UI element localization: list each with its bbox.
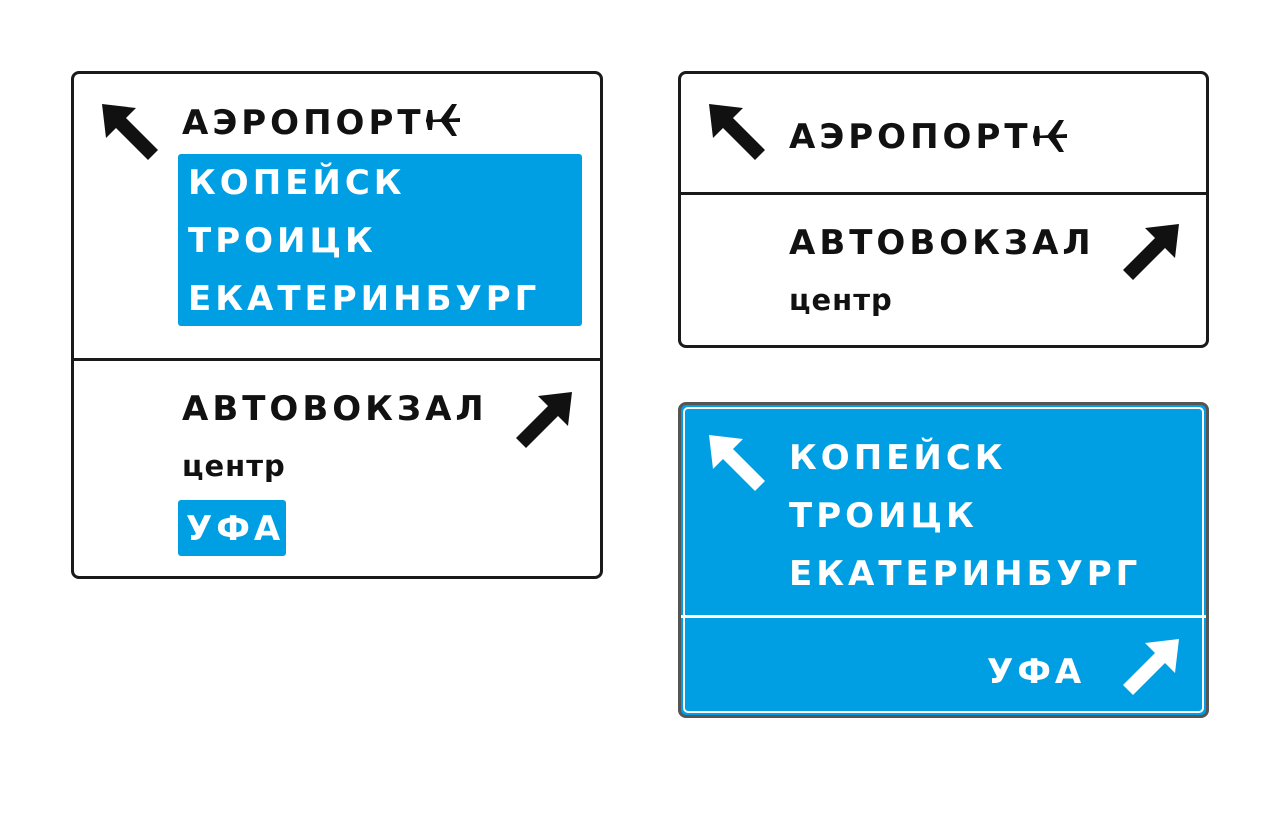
sign-1: АЭРОПОРТ КОПЕЙСК ТРОИЦК ЕКАТЕРИНБУРГ АВТ… — [71, 71, 603, 579]
destination-troitsk: ТРОИЦК — [188, 221, 377, 261]
sign2-airport-label: АЭРОПОРТ — [789, 117, 1032, 157]
sign3-destinations: КОПЕЙСК ТРОИЦК ЕКАТЕРИНБУРГ — [789, 441, 1141, 591]
sign3-divider — [681, 615, 1206, 618]
sign1-bus-station-label: АВТОВОКЗАЛ — [182, 389, 488, 429]
arrow-up-left-icon — [709, 104, 765, 160]
arrow-up-left-icon — [102, 104, 158, 160]
sign1-blue-destinations: КОПЕЙСК ТРОИЦК ЕКАТЕРИНБУРГ — [188, 166, 540, 316]
destination-yekaterinburg: ЕКАТЕРИНБУРГ — [789, 554, 1142, 594]
arrow-up-left-icon — [709, 435, 765, 491]
destination-troitsk: ТРОИЦК — [789, 496, 978, 536]
sign2-bus-station-label: АВТОВОКЗАЛ — [789, 223, 1095, 263]
arrow-up-right-icon — [1123, 639, 1179, 695]
destination-kopeysk: КОПЕЙСК — [188, 163, 406, 203]
destination-kopeysk: КОПЕЙСК — [789, 438, 1007, 478]
sign1-blue-destination-panel — [178, 154, 582, 326]
airplane-icon — [426, 104, 460, 136]
arrow-up-right-icon — [516, 392, 572, 448]
sign2-center-label: центр — [789, 283, 893, 317]
sign1-divider — [74, 358, 600, 361]
sign-3: КОПЕЙСК ТРОИЦК ЕКАТЕРИНБУРГ УФА — [678, 402, 1209, 718]
destination-ufa: УФА — [186, 509, 285, 549]
sign-2: АЭРОПОРТ АВТОВОКЗАЛ центр — [678, 71, 1209, 348]
destination-ufa: УФА — [987, 652, 1086, 692]
sign1-ufa-panel — [178, 500, 286, 556]
airplane-icon — [1033, 120, 1067, 152]
destination-yekaterinburg: ЕКАТЕРИНБУРГ — [188, 279, 541, 319]
sign1-airport-label: АЭРОПОРТ — [182, 103, 425, 143]
sign1-center-label: центр — [182, 449, 286, 483]
sign2-divider — [681, 192, 1206, 195]
arrow-up-right-icon — [1123, 224, 1179, 280]
